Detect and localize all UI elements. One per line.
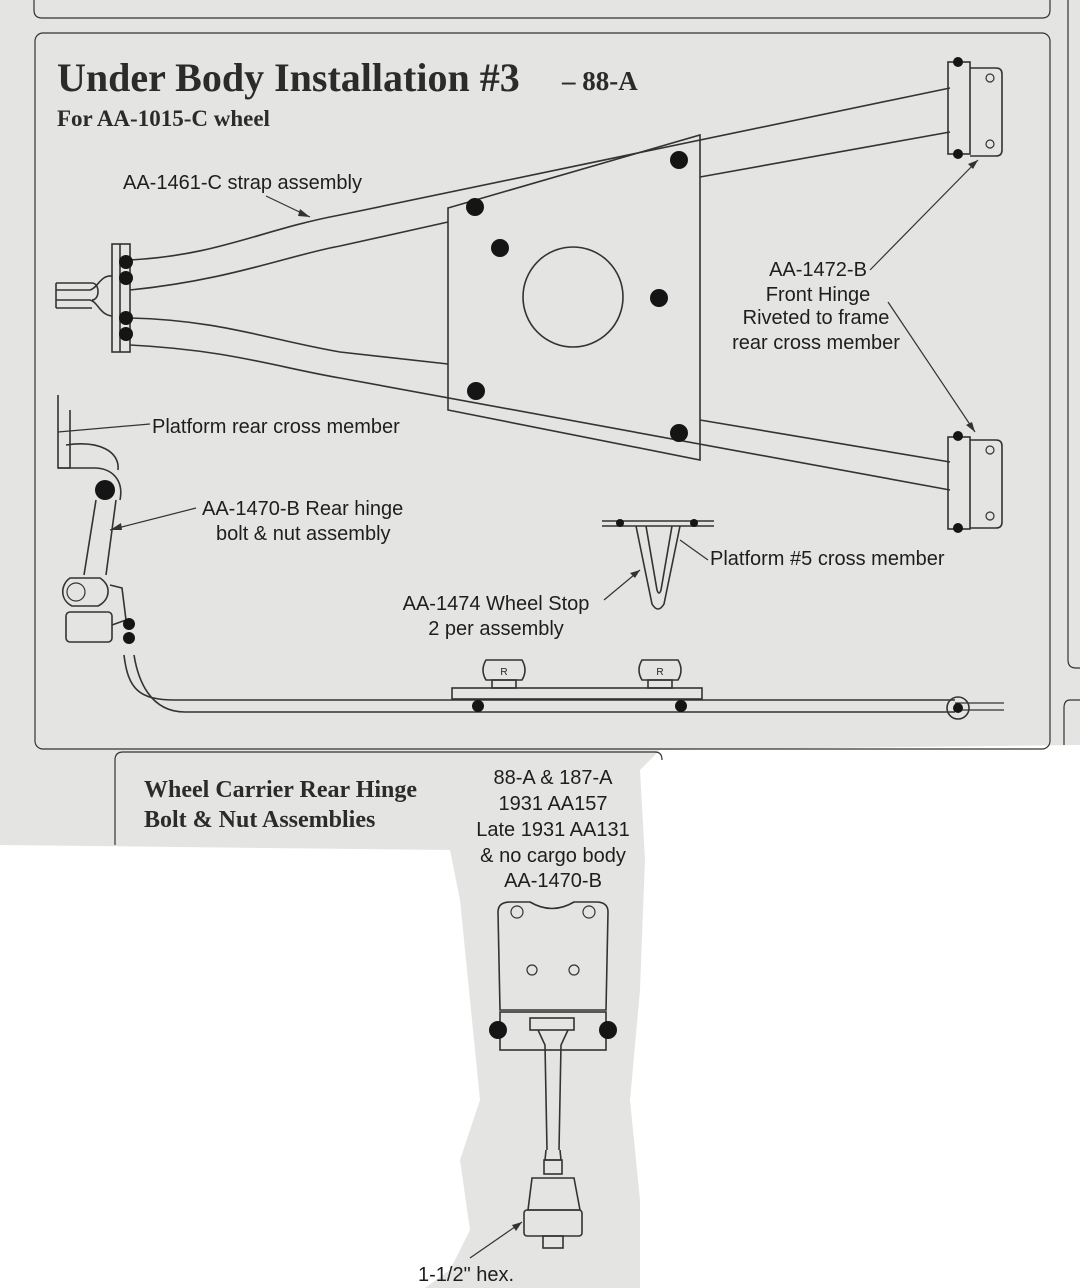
platform5-cross-member-label: Platform #5 cross member	[710, 548, 945, 570]
wheel-stops-on-bar: R R	[451, 659, 703, 712]
front-hinge-upper	[947, 57, 1003, 159]
applicability-line4: & no cargo body	[480, 845, 626, 867]
wheel-stop-mark-1: R	[500, 667, 507, 678]
page-title: Under Body Installation #3	[57, 55, 520, 100]
rear-hinge-drawing	[57, 395, 197, 643]
carrier-bar	[123, 654, 1004, 720]
rear-hinge-bolt-assembly-drawing	[469, 901, 617, 1259]
front-hinge-label-line2: Front Hinge	[766, 284, 871, 306]
panel-borders	[33, 0, 1080, 845]
rear-hinge-label-line2: bolt & nut assembly	[216, 523, 391, 545]
page-title-suffix: – 88-A	[561, 66, 638, 96]
rear-hinge-bolt-dots	[95, 480, 135, 644]
hex-size-label: 1-1/2" hex.	[418, 1264, 514, 1286]
wheel-stop-mark-2: R	[656, 667, 663, 678]
applicability-line3: Late 1931 AA131	[476, 819, 629, 841]
page-subtitle: For AA-1015-C wheel	[57, 106, 270, 131]
front-hinge-label-line1: AA-1472-B	[769, 259, 867, 281]
applicability-line2: 1931 AA157	[499, 793, 608, 815]
rear-hinge-label-line1: AA-1470-B Rear hinge	[202, 498, 403, 520]
wheel-stop-label-line1: AA-1474 Wheel Stop	[403, 593, 590, 615]
applicability-line5: AA-1470-B	[504, 870, 602, 892]
strap-assembly-label: AA-1461-C strap assembly	[123, 172, 362, 194]
wheel-stop-label-line2: 2 per assembly	[428, 618, 564, 640]
strap-bolt-dots	[119, 151, 688, 442]
bottom-title-line1: Wheel Carrier Rear Hinge	[144, 777, 417, 803]
wheel-stop-detail	[602, 519, 714, 610]
front-hinge-label-line3: Riveted to frame	[743, 307, 890, 329]
strap-assembly-drawing	[55, 87, 951, 491]
platform-rear-cross-member-label: Platform rear cross member	[152, 416, 400, 438]
bottom-title-line2: Bolt & Nut Assemblies	[144, 807, 375, 833]
front-hinge-lower	[947, 431, 1003, 533]
front-hinge-label-line4: rear cross member	[732, 332, 900, 354]
front-hinge-leader-arrows	[265, 159, 979, 433]
applicability-line1: 88-A & 187-A	[494, 767, 614, 789]
